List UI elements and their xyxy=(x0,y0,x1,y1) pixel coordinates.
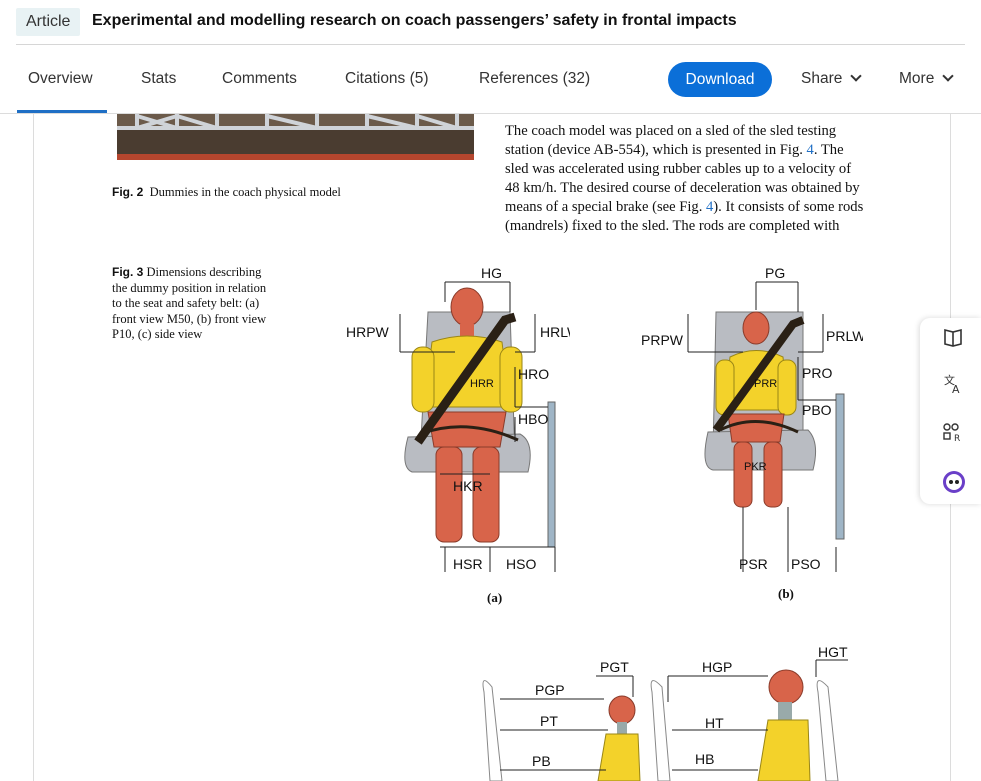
label-sub-b: (b) xyxy=(778,586,794,601)
chevron-down-icon xyxy=(942,70,954,82)
tab-references[interactable]: References (32) xyxy=(479,70,591,87)
label-hrpw: HRPW xyxy=(346,324,390,340)
chevron-down-icon xyxy=(850,70,863,82)
label-hro: HRO xyxy=(518,366,549,382)
article-header: Article Experimental and modelling resea… xyxy=(0,0,981,45)
fig3a-diagram: HG HRPW HRLW HRR HRO HBO HKR HSR HSO (a) xyxy=(346,265,570,605)
book-icon[interactable] xyxy=(942,326,964,348)
body-line: 48 km/h. The desired course of decelerat… xyxy=(505,180,860,196)
label-pro: PRO xyxy=(802,365,832,381)
label-pt: PT xyxy=(540,713,558,729)
svg-text:R: R xyxy=(954,434,960,443)
tab-citations[interactable]: Citations (5) xyxy=(345,70,429,87)
body-line: The coach model was placed on a sled of … xyxy=(505,123,837,139)
body-paragraph: The coach model was placed on a sled of … xyxy=(505,122,871,236)
body-line: sled was accelerated using rubber cables… xyxy=(505,161,852,177)
fig2-photo xyxy=(117,114,474,160)
download-button[interactable]: Download xyxy=(668,62,772,97)
header-divider xyxy=(16,44,965,45)
label-hrr: HRR xyxy=(470,378,494,390)
body-line: means of a special brake (see Fig. 4). I… xyxy=(505,199,864,215)
label-pkr: PKR xyxy=(744,461,767,473)
fig2-caption: Fig. 2 Dummies in the coach physical mod… xyxy=(112,185,341,201)
reference-icon[interactable]: R xyxy=(942,421,964,444)
article-tab-bar: Overview Stats Comments Citations (5) Re… xyxy=(0,45,981,114)
share-button[interactable]: Share xyxy=(801,70,863,88)
label-hb: HB xyxy=(695,751,714,767)
svg-text:A: A xyxy=(952,383,960,395)
article-type-badge: Article xyxy=(16,8,81,36)
body-line: station (device AB-554), which is presen… xyxy=(505,142,844,158)
active-tab-indicator xyxy=(17,110,107,113)
label-pb: PB xyxy=(532,753,551,769)
article-title: Experimental and modelling research on c… xyxy=(92,12,737,29)
label-hkr: HKR xyxy=(453,478,483,494)
label-ht: HT xyxy=(705,715,724,731)
tab-overview[interactable]: Overview xyxy=(28,70,93,87)
label-hbo: HBO xyxy=(518,411,548,427)
label-hgt: HGT xyxy=(818,644,848,660)
assistant-icon[interactable] xyxy=(942,470,965,493)
figure-reference-link[interactable]: 4 xyxy=(802,142,814,158)
fig3b-diagram: PG PRPW PRLW PRR PRO PBO PKR PSR PSO (b) xyxy=(641,265,863,601)
body-line: (mandrels) fixed to the sled. The rods a… xyxy=(505,218,840,234)
label-hrlw: HRLW xyxy=(540,324,570,340)
label-hso: HSO xyxy=(506,556,536,572)
label-psr: PSR xyxy=(739,556,768,572)
label-hsr: HSR xyxy=(453,556,483,572)
label-pso: PSO xyxy=(791,556,821,572)
tab-comments[interactable]: Comments xyxy=(222,70,297,87)
label-pgp: PGP xyxy=(535,682,565,698)
fig2-caption-text: Dummies in the coach physical model xyxy=(149,185,341,199)
fig3c-diagram: PGT HGP HGT PGP PT HT PB HB xyxy=(482,644,848,781)
label-pgt: PGT xyxy=(600,659,629,675)
label-sub-a: (a) xyxy=(487,590,502,605)
label-hgp: HGP xyxy=(702,659,732,675)
tab-stats[interactable]: Stats xyxy=(141,70,177,87)
figure-reference-link[interactable]: 4 xyxy=(702,199,714,215)
share-label: Share xyxy=(801,70,843,87)
more-label: More xyxy=(899,70,935,87)
label-prpw: PRPW xyxy=(641,332,684,348)
label-hg: HG xyxy=(481,265,502,281)
label-prr: PRR xyxy=(754,378,777,390)
fig3-caption: Fig. 3 Dimensions describing the dummy p… xyxy=(112,265,267,341)
label-pbo: PBO xyxy=(802,402,832,418)
svg-text:文: 文 xyxy=(944,373,955,387)
fig3-number: Fig. 3 xyxy=(112,265,144,279)
fig2-number: Fig. 2 xyxy=(112,185,144,199)
more-button[interactable]: More xyxy=(899,70,954,88)
label-prlw: PRLW xyxy=(826,328,863,344)
label-pg: PG xyxy=(765,265,785,281)
